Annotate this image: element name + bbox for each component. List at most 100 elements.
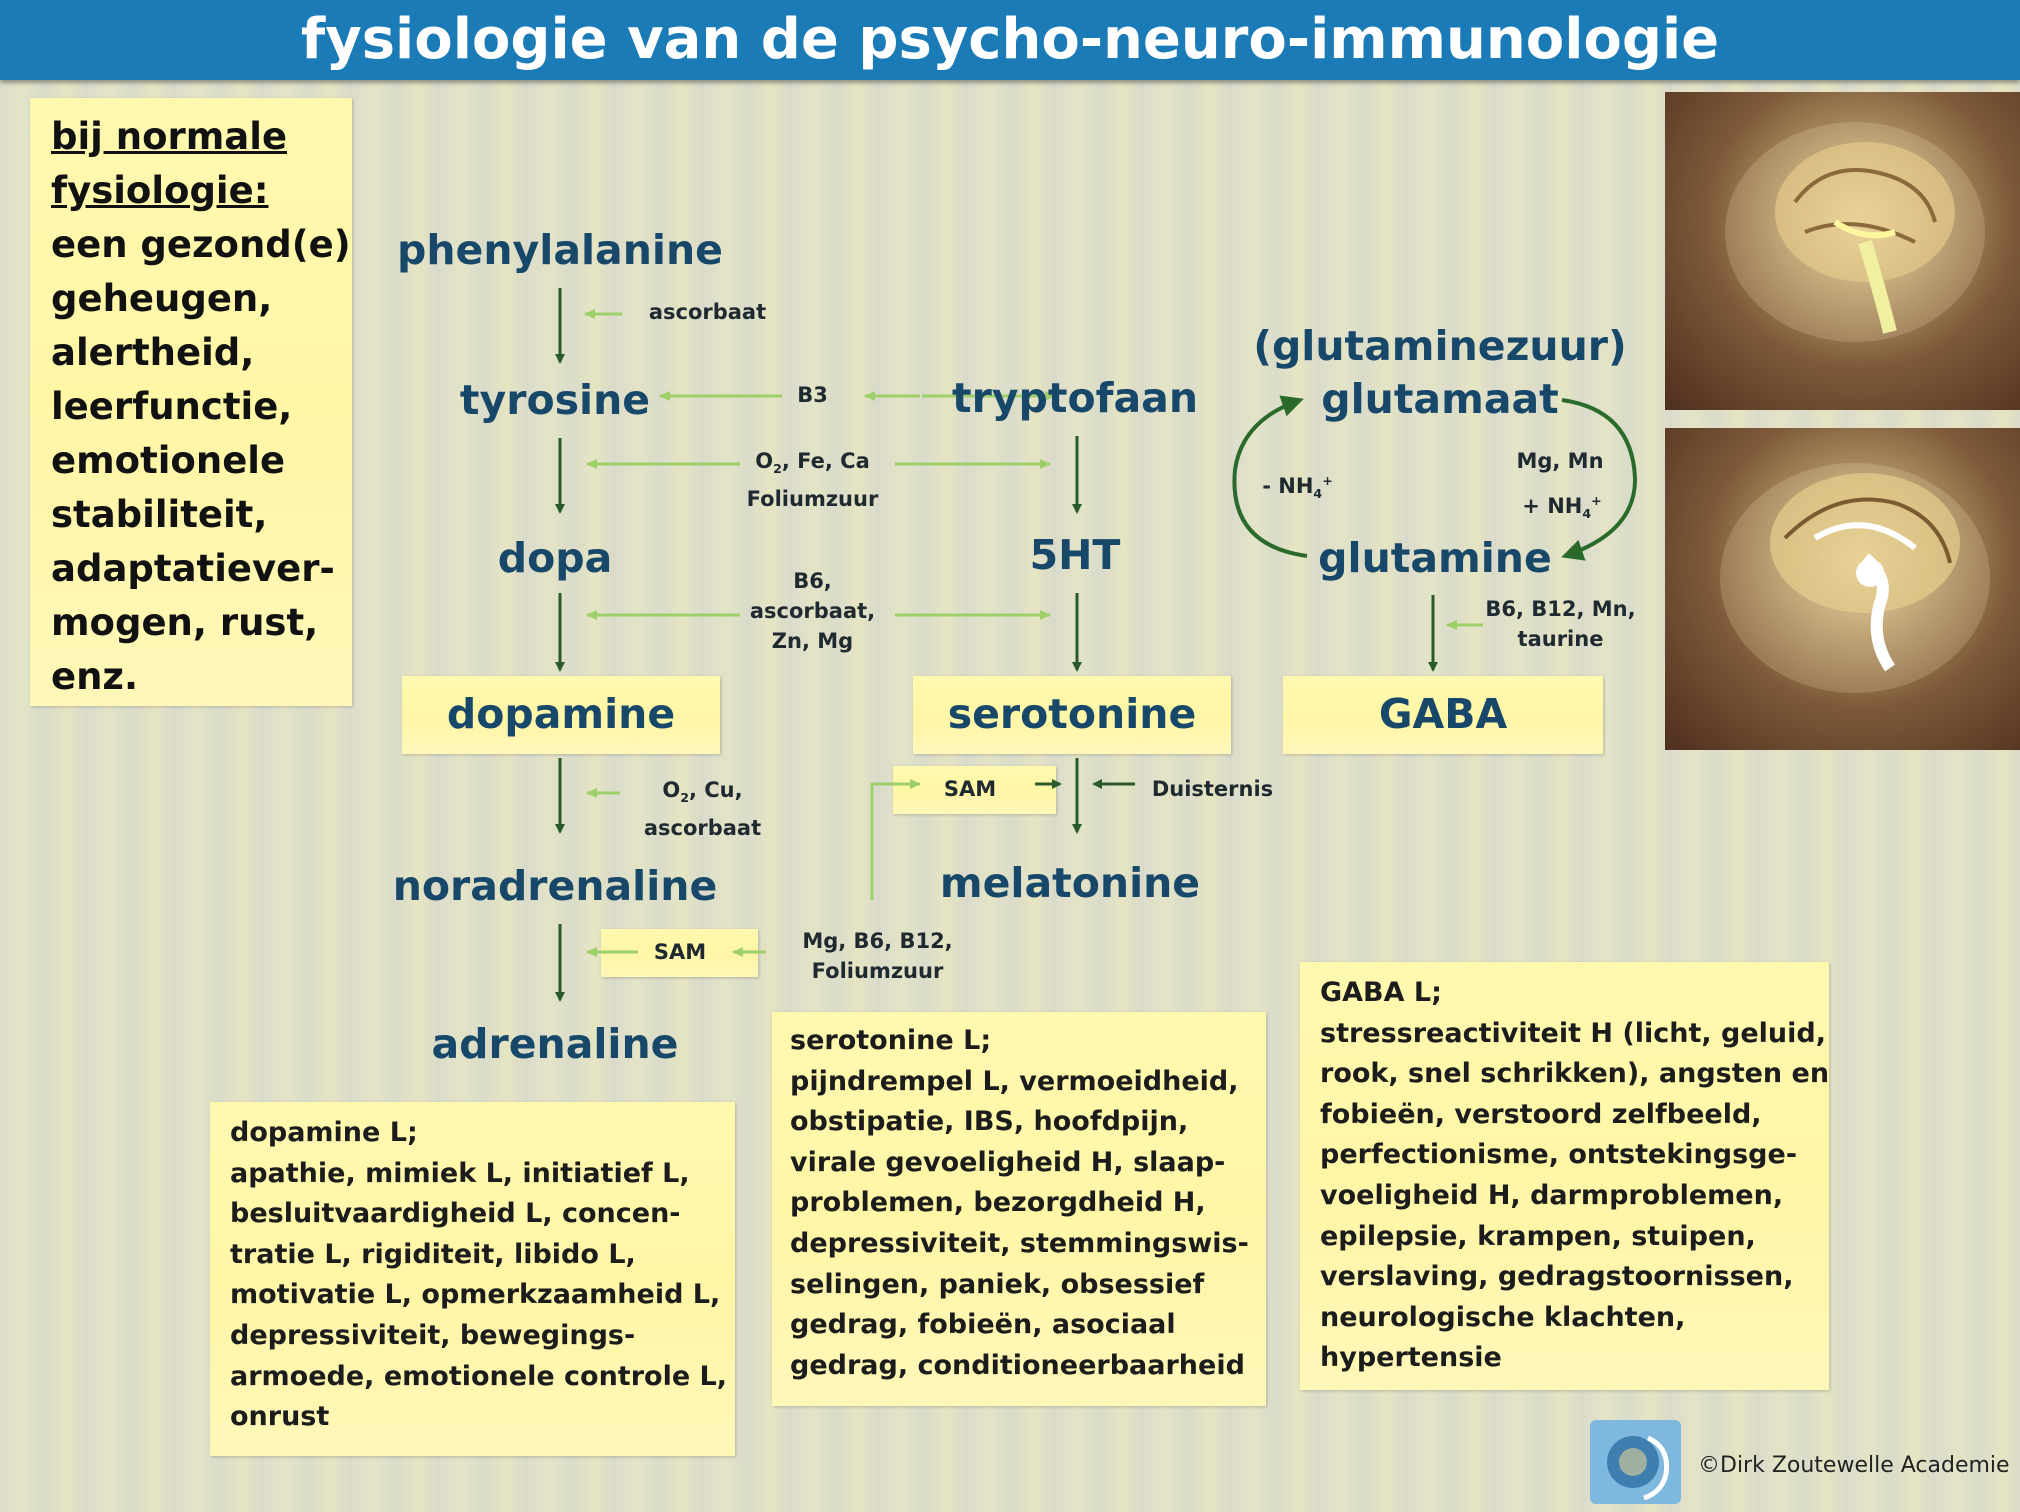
- serotonine-info-line: gedrag, fobieën, asociaal: [790, 1309, 1176, 1341]
- dopamine-box: [402, 676, 720, 754]
- mg-b6-b12-line: Foliumzuur: [811, 959, 944, 983]
- o2-cu-post: , Cu,: [688, 778, 743, 802]
- gaba-info-line: stressreactiviteit H (licht, geluid,: [1320, 1017, 1826, 1049]
- node-phenylalanine: phenylalanine: [397, 226, 723, 274]
- normal-line: adaptatiever-: [51, 547, 335, 590]
- normal-line: enz.: [51, 655, 139, 698]
- node-dopa: dopa: [497, 534, 613, 582]
- normal-line: een gezond(e): [51, 223, 351, 266]
- o2-fe-ca-sub: 2: [773, 461, 782, 477]
- dopamine-info-line: dopamine L;: [230, 1117, 418, 1148]
- node-glutamine: glutamine: [1318, 534, 1552, 582]
- minus-nh4-pre: - NH: [1262, 474, 1314, 498]
- brain-illustration-bottom: [1720, 463, 1990, 693]
- b6-group-line: B6,: [793, 569, 832, 593]
- cofactor-o2-cu: O2, Cu, ascorbaat: [625, 775, 780, 843]
- normal-line: emotionele: [51, 439, 286, 482]
- dopamine-info-box: [210, 1102, 735, 1456]
- gaba-info-line: hypertensie: [1320, 1342, 1502, 1374]
- gaba-info-line: neurologische klachten,: [1320, 1301, 1686, 1333]
- gaba-info-text: GABA L; stressreactiviteit H (licht, gel…: [1320, 973, 1829, 1379]
- minus-nh4-sup: +: [1322, 473, 1333, 488]
- node-5ht: 5HT: [1029, 531, 1121, 579]
- node-noradrenaline: noradrenaline: [392, 862, 718, 910]
- cofactor-mg-mn: Mg, Mn: [1516, 449, 1604, 473]
- normal-line: stabiliteit,: [51, 493, 268, 536]
- dopamine-info-line: tratie L, rigiditeit, libido L,: [230, 1238, 636, 1270]
- academie-logo-icon: [1588, 1418, 1683, 1506]
- node-tryptofaan: tryptofaan: [951, 374, 1199, 422]
- gaba-info-line: fobieën, verstoord zelfbeeld,: [1320, 1098, 1762, 1130]
- node-serotonine: serotonine: [947, 690, 1197, 738]
- normal-line: mogen, rust,: [51, 601, 319, 644]
- normal-line: alertheid,: [51, 331, 255, 374]
- normal-line: geheugen,: [51, 277, 273, 320]
- node-glutaminezuur: (glutaminezuur): [1253, 322, 1627, 370]
- dopamine-info-line: apathie, mimiek L, initiatief L,: [230, 1157, 690, 1189]
- normal-physiology-box: [30, 98, 352, 706]
- gaba-cofactor-line: B6, B12, Mn,: [1485, 597, 1636, 621]
- serotonine-info-box: [772, 1012, 1266, 1406]
- dopamine-info-text: dopamine L; apathie, mimiek L, initiatie…: [230, 1113, 727, 1438]
- cofactor-duisternis: Duisternis: [1151, 777, 1274, 801]
- brain-photo-top: [1665, 92, 2020, 410]
- gaba-cofactor-line: taurine: [1517, 627, 1604, 651]
- brain-illustration-top: [1725, 122, 1985, 342]
- dopamine-info-line: depressiviteit, bewegings-: [230, 1319, 636, 1351]
- b6-group-line: Zn, Mg: [771, 629, 854, 653]
- dopamine-info-line: onrust: [230, 1401, 330, 1433]
- gaba-info-line: perfectionisme, ontstekingsge-: [1320, 1139, 1798, 1171]
- serotonine-box: [913, 676, 1231, 754]
- serotonine-info-line: obstipatie, IBS, hoofdpijn,: [790, 1106, 1189, 1138]
- cofactor-b3: B3: [797, 383, 828, 407]
- cofactor-gaba: B6, B12, Mn, taurine: [1478, 594, 1643, 654]
- page-title: fysiologie van de psycho-neuro-immunolog…: [300, 7, 1720, 72]
- o2-cu-line2: ascorbaat: [643, 816, 762, 841]
- plus-nh4-sup: +: [1591, 493, 1602, 508]
- cofactor-sam-top: SAM: [943, 777, 997, 801]
- cofactor-minus-nh4: - NH4+: [1250, 466, 1345, 509]
- serotonine-info-line: serotonine L;: [790, 1025, 992, 1056]
- serotonine-info-text: serotonine L; pijndrempel L, vermoeidhei…: [790, 1021, 1249, 1386]
- copyright-text: ©Dirk Zoutewelle Academie: [1698, 1453, 2010, 1478]
- sam-top-box: [893, 766, 1056, 814]
- serotonine-info-line: virale gevoeligheid H, slaap-: [790, 1146, 1226, 1178]
- o2-fe-ca-post: , Fe, Ca: [781, 449, 870, 473]
- gaba-info-line: GABA L;: [1320, 977, 1442, 1008]
- node-glutamaat: glutamaat: [1321, 375, 1559, 423]
- gaba-info-line: voeligheid H, darmproblemen,: [1320, 1179, 1784, 1211]
- node-gaba: GABA: [1378, 690, 1508, 738]
- o2-cu-sub: 2: [680, 790, 689, 806]
- brain-photo-bottom: [1665, 428, 2020, 750]
- node-melatonine: melatonine: [939, 859, 1201, 907]
- plus-nh4-pre: + NH: [1522, 494, 1583, 518]
- node-adrenaline: adrenaline: [431, 1020, 679, 1068]
- gaba-info-line: verslaving, gedragstoornissen,: [1320, 1261, 1794, 1293]
- cofactor-o2-fe-ca: O2, Fe, Ca Foliumzuur: [720, 446, 905, 514]
- serotonine-info-line: problemen, bezorgdheid H,: [790, 1187, 1206, 1219]
- dopamine-info-line: besluitvaardigheid L, concen-: [230, 1198, 681, 1230]
- cofactor-b6-group: B6, ascorbaat, Zn, Mg: [730, 566, 895, 656]
- cofactor-plus-nh4: + NH4+: [1512, 486, 1612, 529]
- header-bar: [0, 0, 2020, 80]
- o2-cu-pre: O: [662, 778, 681, 802]
- b6-group-line: ascorbaat,: [749, 599, 876, 623]
- plus-nh4-sub: 4: [1582, 506, 1592, 522]
- gaba-info-line: rook, snel schrikken), angsten en: [1320, 1058, 1830, 1090]
- normal-heading-line-1: bij normale: [51, 115, 288, 158]
- serotonine-info-line: depressiviteit, stemmingswis-: [790, 1227, 1249, 1259]
- dopamine-info-line: armoede, emotionele controle L,: [230, 1360, 728, 1392]
- serotonine-info-line: selingen, paniek, obsessief: [790, 1268, 1205, 1300]
- cofactor-ascorbaat: ascorbaat: [648, 300, 767, 324]
- normal-line: leerfunctie,: [51, 385, 293, 428]
- mg-b6-b12-line: Mg, B6, B12,: [802, 929, 953, 953]
- o2-fe-ca-pre: O: [755, 449, 774, 473]
- dopamine-info-line: motivatie L, opmerkzaamheid L,: [230, 1279, 721, 1311]
- serotonine-info-line: gedrag, conditioneerbaarheid: [790, 1349, 1245, 1381]
- normal-physiology-text: bij normale fysiologie: een gezond(e) ge…: [51, 110, 351, 704]
- cofactor-sam-bottom: SAM: [653, 940, 707, 964]
- serotonine-info-line: pijndrempel L, vermoeidheid,: [790, 1065, 1239, 1097]
- gaba-info-box: [1300, 962, 1829, 1390]
- node-tyrosine: tyrosine: [459, 376, 651, 424]
